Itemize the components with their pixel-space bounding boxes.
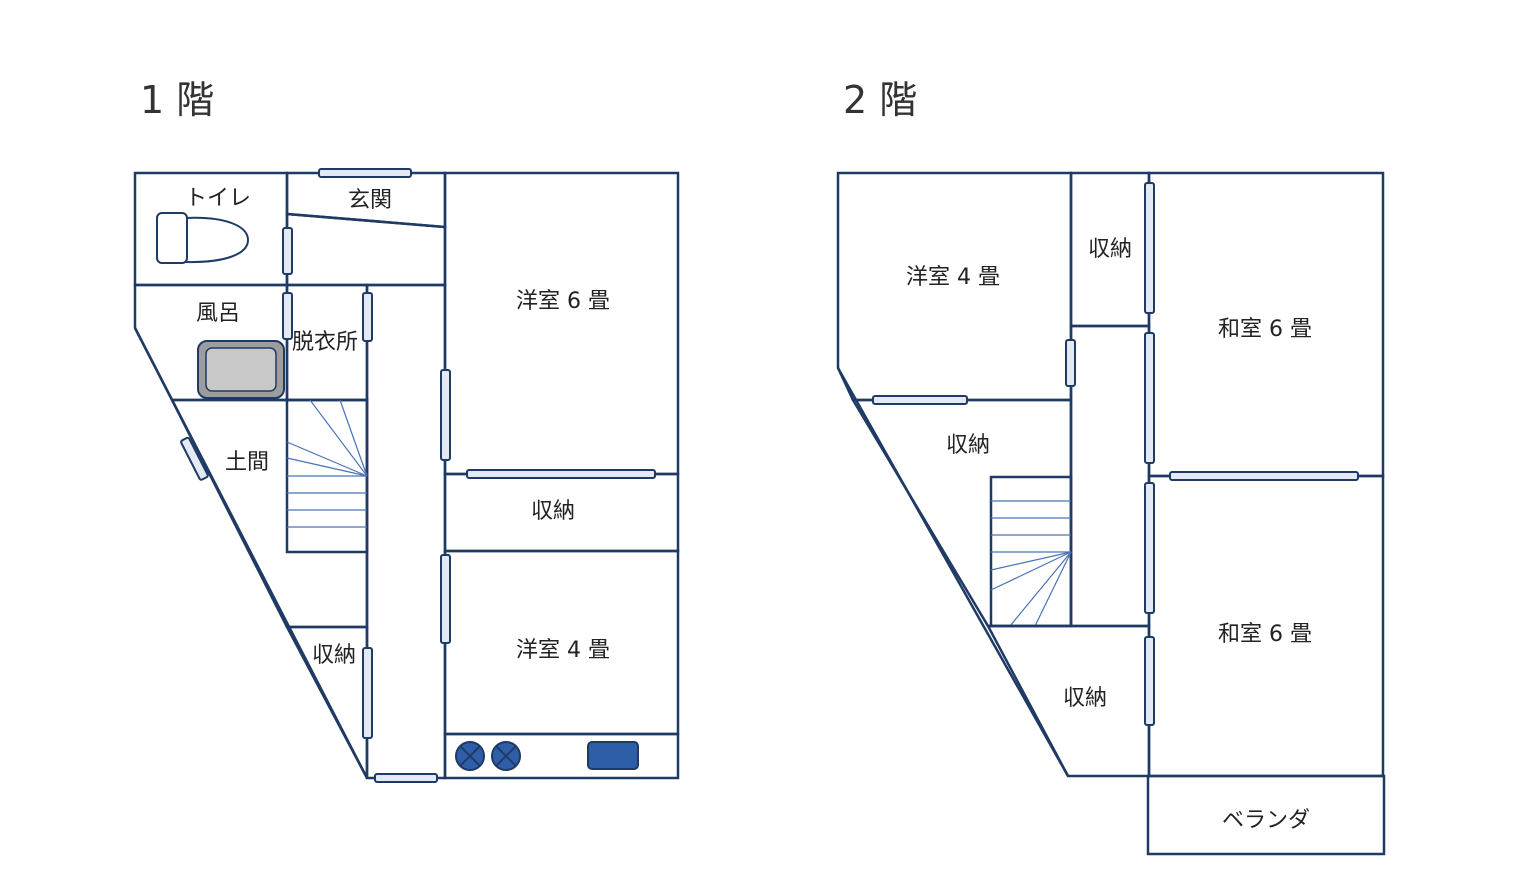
outer-wall-diagonal-1f <box>133 327 369 779</box>
door-western-6 <box>440 369 451 461</box>
floor-2-title: 2 階 <box>843 78 917 122</box>
room-label-storage-2f-low: 収納 <box>1063 686 1107 711</box>
door-western-4-1f <box>440 554 451 644</box>
room-japanese-6-top: 和室 6 畳 <box>1147 171 1385 478</box>
toilet-icon <box>156 212 250 264</box>
room-label-entrance: 玄関 <box>348 188 392 213</box>
bathtub-icon <box>197 340 285 399</box>
door-storage-2f-top <box>1144 182 1155 314</box>
room-label-storage-1f-mid: 収納 <box>531 499 575 524</box>
room-label-doma: 土間 <box>225 450 269 475</box>
room-storage-2f-low: 収納 <box>985 624 1151 778</box>
door-western-4-2f <box>1065 339 1076 387</box>
room-storage-1f-mid: 収納 <box>443 472 680 553</box>
staircase-2f <box>989 475 1073 628</box>
floor-1-plan: 1 階 トイレ 玄関 洋室 6 畳 <box>133 78 680 783</box>
door-storage-2f-low <box>1144 636 1155 726</box>
room-entrance: 玄関 <box>285 171 447 287</box>
door-storage-2f-mid <box>872 395 968 405</box>
room-bath: 風呂 <box>133 283 289 402</box>
room-label-bath: 風呂 <box>196 301 240 326</box>
door-storage-1f-low <box>362 647 373 739</box>
room-western-4-1f: 洋室 4 畳 <box>443 549 680 736</box>
room-doma: 土間 <box>169 398 369 629</box>
floor-2-plan: 2 階 洋室 4 畳 収納 和室 6 畳 収納 <box>836 78 1386 856</box>
room-label-japanese-6-top: 和室 6 畳 <box>1218 317 1312 342</box>
room-label-dressing: 脱衣所 <box>292 330 358 355</box>
door-japanese-6-top <box>1144 332 1155 464</box>
window-entrance <box>318 168 412 178</box>
room-label-japanese-6-bottom: 和室 6 畳 <box>1218 622 1312 647</box>
sink-icon <box>587 741 639 770</box>
door-toilet <box>282 227 293 275</box>
hallway-2f <box>1069 324 1151 628</box>
door-back-1f <box>374 773 438 783</box>
room-label-storage-2f-top: 収納 <box>1088 237 1132 262</box>
room-label-storage-1f-low: 収納 <box>312 643 356 668</box>
room-label-western-4-2f: 洋室 4 畳 <box>906 265 1000 290</box>
door-japanese-6-bottom <box>1144 482 1155 614</box>
room-veranda: ベランダ <box>1146 774 1386 856</box>
room-label-veranda: ベランダ <box>1222 808 1310 833</box>
room-western-4-2f: 洋室 4 畳 <box>836 171 1073 402</box>
room-label-western-6: 洋室 6 畳 <box>516 289 610 314</box>
room-toilet: トイレ <box>133 171 289 287</box>
door-dressing <box>362 292 373 342</box>
room-dressing: 脱衣所 <box>285 283 369 402</box>
stove-burner-icon <box>491 741 521 771</box>
hallway-1f <box>365 283 447 780</box>
floor-1-title: 1 階 <box>140 78 214 122</box>
room-western-6: 洋室 6 畳 <box>443 171 680 476</box>
room-storage-2f-top: 収納 <box>1069 171 1151 328</box>
door-storage-1f <box>466 469 656 479</box>
staircase-1f <box>285 398 369 554</box>
window-doma <box>180 436 209 481</box>
room-label-western-4-1f: 洋室 4 畳 <box>516 638 610 663</box>
room-label-storage-2f-mid: 収納 <box>946 433 990 458</box>
stove-burner-icon <box>455 741 485 771</box>
door-between-japanese-rooms <box>1169 471 1359 481</box>
outer-wall-diagonal-2f <box>836 367 1070 777</box>
room-japanese-6-bottom: 和室 6 畳 <box>1147 474 1385 778</box>
kitchen-counter <box>443 732 680 780</box>
room-label-toilet: トイレ <box>185 186 251 211</box>
door-bath <box>282 292 293 340</box>
